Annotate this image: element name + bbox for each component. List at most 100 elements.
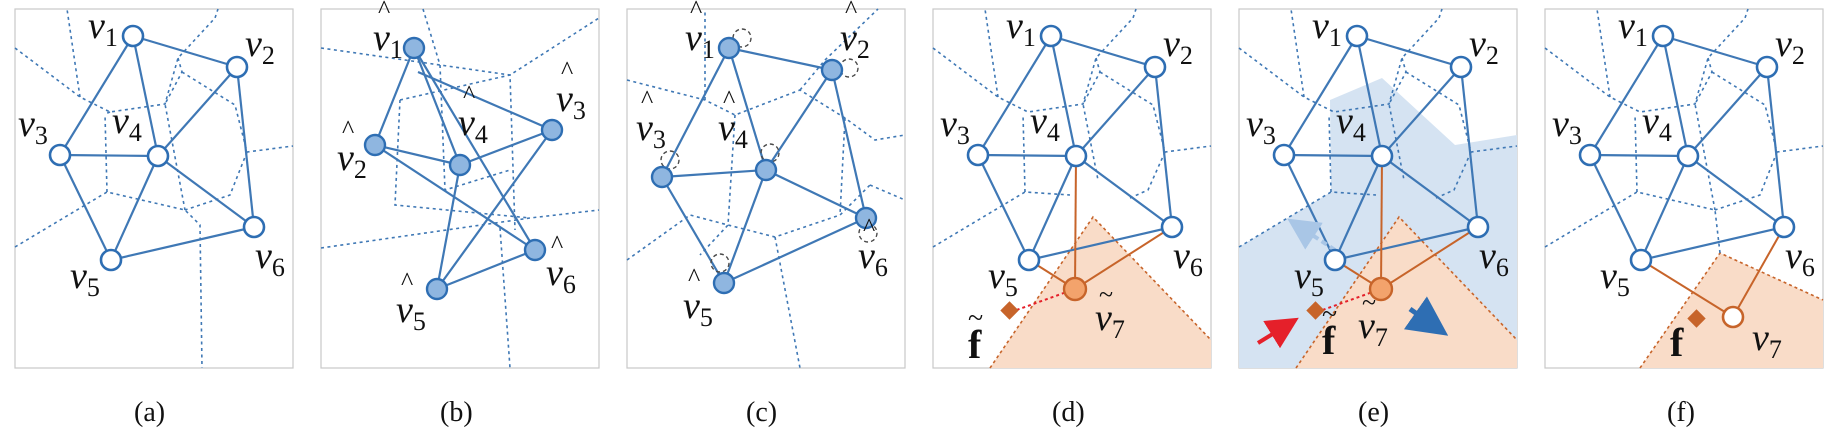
svg-text:v3: v3 [556,78,586,125]
svg-text:v4: v4 [458,102,488,149]
mesh-edges-c [661,46,868,285]
vertex-v3 [1272,143,1296,167]
svg-text:^: ^ [561,56,573,85]
vertex-v1 [1345,24,1369,48]
caption-f: (f) [1667,397,1695,428]
panel-c: v1 ^ v2 ^ v3 ^ v4 ^ v5 ^ v6 ^ (c) [626,0,906,428]
mesh-edges-d [977,34,1174,262]
svg-text:v6: v6 [1785,235,1815,282]
vertex-v4 [1064,144,1088,168]
feature-point-f [1687,309,1706,328]
vertex-v2-hat [363,133,387,157]
svg-text:v1: v1 [373,17,403,64]
svg-text:v1: v1 [1312,5,1342,52]
mesh-edges-b [373,47,553,291]
svg-text:v5: v5 [683,285,713,332]
vertex-v7 [1721,305,1745,329]
vertex-v6 [1772,215,1796,239]
svg-text:v6: v6 [1173,235,1203,282]
caption-a: (a) [134,397,165,428]
svg-text:v4: v4 [112,100,142,147]
svg-text:v1: v1 [88,5,118,52]
vertex-v4 [1370,144,1394,168]
svg-text:~: ~ [1322,299,1337,330]
vertex-v1 [1651,24,1675,48]
svg-text:^: ^ [863,213,875,242]
vertex-v2 [1143,55,1167,79]
svg-text:v4: v4 [1642,100,1672,147]
vertex-v5-hat [712,271,736,295]
vertex-v6 [242,215,266,239]
svg-text:v4: v4 [1030,100,1060,147]
svg-text:v2: v2 [840,17,870,64]
vertex-v3 [966,143,990,167]
svg-text:~: ~ [1362,288,1376,317]
label-v1: v [88,5,105,47]
label-f-tilde: f [1322,318,1336,363]
svg-text:^: ^ [378,0,390,24]
voronoi-cells-c [626,8,906,369]
vertex-v5 [1629,248,1653,272]
voronoi-cells-e [1238,8,1518,248]
voronoi-cells-a [14,8,294,369]
vertex-v2 [1755,55,1779,79]
svg-text:v7: v7 [1095,297,1125,344]
svg-text:v1: v1 [685,17,715,64]
vertex-v6-hat [523,238,547,262]
vertex-v5 [1323,248,1347,272]
svg-text:v4: v4 [718,107,748,154]
svg-text:^: ^ [641,85,653,114]
svg-text:v6: v6 [1479,235,1509,282]
feature-point-f-tilde [1306,301,1325,320]
svg-text:v5: v5 [988,255,1018,302]
vertex-v6-hat [854,206,878,230]
svg-text:v2: v2 [1469,23,1499,70]
vertex-v3 [1578,143,1602,167]
label-f: f [1670,320,1684,365]
orange-region-d [990,217,1211,368]
vertex-v5 [1017,248,1041,272]
caption-d: (d) [1052,397,1085,428]
svg-text:v5: v5 [396,289,426,336]
vertex-v3 [48,143,72,167]
svg-text:v5: v5 [1600,255,1630,302]
caption-b: (b) [440,397,473,428]
label-f-tilde: f [968,322,982,367]
svg-text:v3: v3 [1246,103,1276,150]
vertex-v3-hat [650,165,674,189]
mesh-edges-a [59,34,256,262]
feature-point-f-tilde [1000,301,1019,320]
svg-text:^: ^ [401,267,413,296]
panel-e: v1 v2 v3 v4 v5 v6 v7 ~ f ~ (e) [1238,5,1518,428]
mesh-edges-f [1589,34,1786,262]
svg-text:^: ^ [723,85,735,114]
vertex-v7-tilde [1062,276,1088,302]
svg-text:v2: v2 [337,137,367,184]
vertex-v1 [1039,24,1063,48]
svg-text:^: ^ [690,0,702,24]
orange-region-e [1296,217,1517,368]
vertex-v7-tilde [1368,276,1394,302]
svg-text:v7: v7 [1752,317,1782,364]
svg-text:v5: v5 [70,255,100,302]
svg-text:v2: v2 [1163,23,1193,70]
svg-text:v4: v4 [1336,100,1366,147]
vertex-v3-hat [540,118,564,142]
svg-text:^: ^ [342,115,354,144]
panel-b: v1 ^ v2 ^ v3 ^ v4 ^ v5 ^ v6 ^ (b) [320,0,600,428]
blue-arrow [1403,296,1449,336]
caption-c: (c) [746,397,777,428]
svg-text:^: ^ [463,80,475,109]
svg-text:v2: v2 [245,23,275,70]
vertex-v2 [1449,55,1473,79]
svg-text:v3: v3 [636,107,666,154]
vertex-v5 [99,248,123,272]
svg-text:v3: v3 [1552,103,1582,150]
vertex-v1-hat [717,36,741,60]
vertex-v6 [1160,215,1184,239]
vertex-v2-hat [820,58,844,82]
caption-e: (e) [1358,397,1389,428]
svg-text:v1: v1 [1618,5,1648,52]
svg-text:v3: v3 [18,103,48,150]
